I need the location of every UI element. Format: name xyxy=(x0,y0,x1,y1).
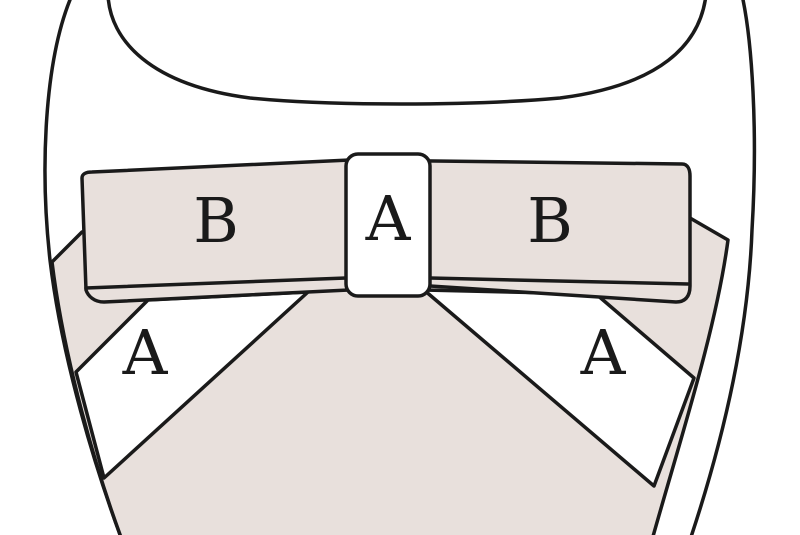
bag-opening xyxy=(106,0,707,106)
label-tail-left: A xyxy=(122,316,169,389)
label-bow-right: B xyxy=(527,184,573,257)
bow-band-lower-edge xyxy=(84,276,690,290)
label-tail-right: A xyxy=(580,316,627,389)
label-bow-left: B xyxy=(193,184,239,257)
bow-knot-a xyxy=(344,152,432,298)
label-bow-knot: A xyxy=(365,182,412,255)
